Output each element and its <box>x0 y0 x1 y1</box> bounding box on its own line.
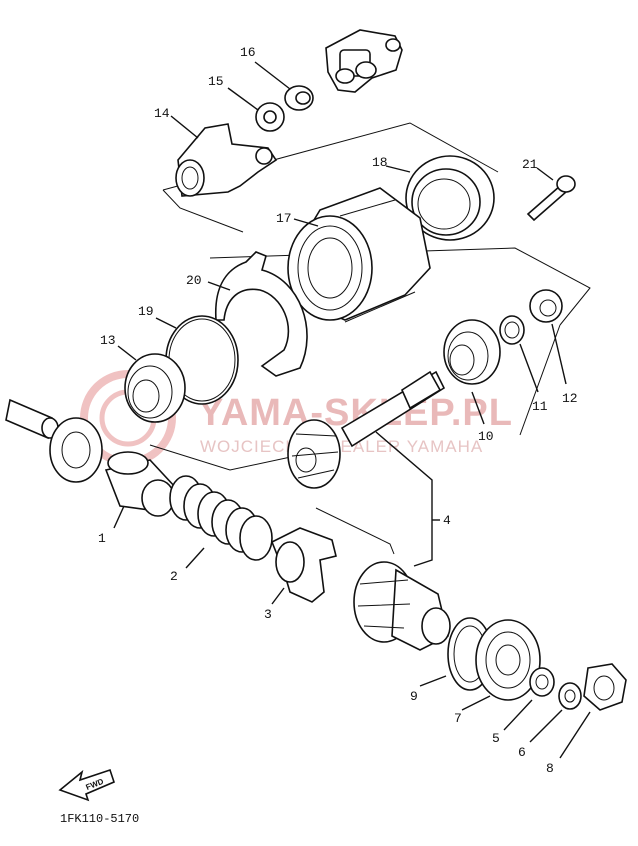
part-8-nut <box>559 663 627 759</box>
callout-6: 6 <box>518 745 526 760</box>
part-12-nut <box>529 289 567 385</box>
callout-1: 1 <box>98 531 106 546</box>
part-3-cam-follower <box>270 527 337 605</box>
callout-17: 17 <box>276 211 292 226</box>
part-7-bearing <box>461 619 541 711</box>
callout-19: 19 <box>138 304 154 319</box>
shaft-stub <box>5 398 103 483</box>
part-2-spring <box>169 475 273 569</box>
part-20-lock-plate <box>207 251 308 377</box>
part-5-washer <box>503 667 555 731</box>
callout-13: 13 <box>100 333 116 348</box>
part-6-lock-washer <box>529 682 582 743</box>
fwd-arrow-icon: FWD <box>58 768 115 802</box>
callout-7: 7 <box>454 711 462 726</box>
assembly-lines-lower <box>315 507 395 555</box>
watermark-sub: WOJCIECH ... DEALER YAMAHA <box>200 437 483 456</box>
callout-8: 8 <box>546 761 554 776</box>
callout-14: 14 <box>154 106 170 121</box>
part-1-sleeve <box>104 451 177 529</box>
callout-5: 5 <box>492 731 500 746</box>
callout-9: 9 <box>410 689 418 704</box>
callout-12: 12 <box>562 391 578 406</box>
part-4-ring-gear <box>353 561 451 651</box>
callout-3: 3 <box>264 607 272 622</box>
part-11-shim <box>499 315 539 393</box>
callout-4: 4 <box>443 513 451 528</box>
part-17-housing <box>287 187 431 323</box>
part-21-bolt <box>526 167 576 222</box>
callout-labels: 1 2 3 4 5 6 7 8 9 10 11 12 13 14 15 16 1… <box>98 45 578 776</box>
callout-16: 16 <box>240 45 256 60</box>
part-15-washer <box>227 87 285 132</box>
callout-15: 15 <box>208 74 224 89</box>
part-4-pinion-shaft <box>287 370 446 489</box>
callout-20: 20 <box>186 273 202 288</box>
callout-11: 11 <box>532 399 548 414</box>
callout-21: 21 <box>522 157 538 172</box>
drawing-code: 1FK110-5170 <box>60 812 139 826</box>
part-18-seal <box>385 155 495 241</box>
part-16-nut <box>254 61 314 111</box>
part-14-yoke <box>170 115 278 197</box>
universal-joint <box>325 29 403 93</box>
callout-10: 10 <box>478 429 494 444</box>
part-13-bearing <box>117 345 186 423</box>
callout-2: 2 <box>170 569 178 584</box>
part-4-leader <box>375 431 440 567</box>
callout-18: 18 <box>372 155 388 170</box>
part-10-bearing <box>443 319 501 425</box>
